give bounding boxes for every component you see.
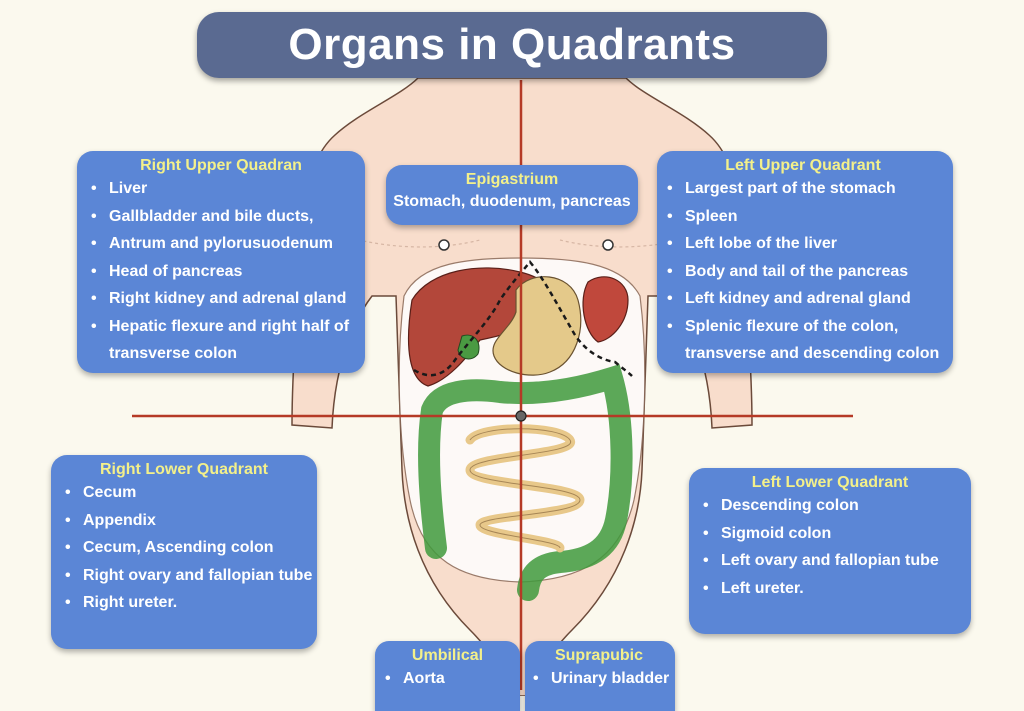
list-item: Antrum and pylorusuodenum xyxy=(87,230,355,258)
quadrant-diagram: Organs in Quadrants Right Upper Quadran … xyxy=(0,0,1024,696)
list-item: Gallbladder and bile ducts, xyxy=(87,203,355,231)
list-item: Head of pancreas xyxy=(87,258,355,286)
list-item: Liver xyxy=(87,175,355,203)
umbilicus-marker xyxy=(515,410,527,422)
region-heading: Umbilical xyxy=(411,647,484,664)
page-title: Organs in Quadrants xyxy=(288,20,736,69)
spleen xyxy=(582,276,629,343)
list-item: Left ovary and fallopian tube xyxy=(699,547,961,575)
list-item: Hepatic flexure and right half of xyxy=(87,313,355,341)
list-item-continuation: transverse colon xyxy=(109,345,238,362)
list-item: Left kidney and adrenal gland xyxy=(663,285,943,313)
small-intestine-outline xyxy=(469,428,581,549)
list-item: Left ureter. xyxy=(699,575,961,603)
organ-list: Urinary bladder xyxy=(529,665,669,693)
region-heading: Right Upper Quadran xyxy=(140,157,302,174)
list-item: Appendix xyxy=(61,507,307,535)
region-text: Stomach, duodenum, pancreas xyxy=(393,193,631,210)
list-item: Right ureter. xyxy=(61,589,307,617)
left-nipple xyxy=(602,239,614,251)
list-item: Aorta xyxy=(381,665,514,693)
list-item: Largest part of the stomach xyxy=(663,175,943,203)
region-heading: Left Upper Quadrant xyxy=(725,157,881,174)
title-banner: Organs in Quadrants xyxy=(197,12,827,78)
right-nipple xyxy=(438,239,450,251)
organ-list: Liver Gallbladder and bile ducts, Antrum… xyxy=(87,175,355,368)
list-item: Right kidney and adrenal gland xyxy=(87,285,355,313)
list-item: Splenic flexure of the colon, xyxy=(663,313,943,341)
list-item: Spleen xyxy=(663,203,943,231)
list-item: Cecum xyxy=(61,479,307,507)
large-intestine xyxy=(418,364,633,601)
right-lower-quadrant-box: Right Lower Quadrant Cecum Appendix Cecu… xyxy=(51,455,317,649)
list-item-continuation: transverse and descending colon xyxy=(685,345,940,362)
list-item: Left lobe of the liver xyxy=(663,230,943,258)
region-heading: Right Lower Quadrant xyxy=(100,461,268,478)
torso-illustration xyxy=(132,77,853,696)
region-heading: Suprapubic xyxy=(554,647,643,664)
gallbladder xyxy=(457,334,480,360)
right-upper-quadrant-box: Right Upper Quadran Liver Gallbladder an… xyxy=(77,151,365,373)
organ-list: Cecum Appendix Cecum, Ascending colon Ri… xyxy=(61,479,312,617)
suprapubic-box: Suprapubic Urinary bladder xyxy=(525,641,675,711)
costal-margin xyxy=(413,260,633,377)
list-item: Urinary bladder xyxy=(529,665,669,693)
epigastrium-box: Epigastrium Stomach, duodenum, pancreas xyxy=(386,165,638,225)
list-item: Descending colon xyxy=(699,492,961,520)
list-item: Sigmoid colon xyxy=(699,520,961,548)
region-heading: Epigastrium xyxy=(465,171,559,188)
organ-list: Descending colon Sigmoid colon Left ovar… xyxy=(699,492,961,602)
umbilical-box: Umbilical Aorta xyxy=(375,641,520,711)
list-item: Right ovary and fallopian tube xyxy=(61,562,312,590)
list-item: Body and tail of the pancreas xyxy=(663,258,943,286)
list-item: Cecum, Ascending colon xyxy=(61,534,307,562)
organ-list: Largest part of the stomach Spleen Left … xyxy=(663,175,943,368)
stomach xyxy=(492,276,582,376)
region-heading: Left Lower Quadrant xyxy=(751,474,909,491)
left-upper-quadrant-box: Left Upper Quadrant Largest part of the … xyxy=(657,151,953,373)
organ-list: Aorta xyxy=(381,665,514,693)
left-lower-quadrant-box: Left Lower Quadrant Descending colon Sig… xyxy=(689,468,971,634)
